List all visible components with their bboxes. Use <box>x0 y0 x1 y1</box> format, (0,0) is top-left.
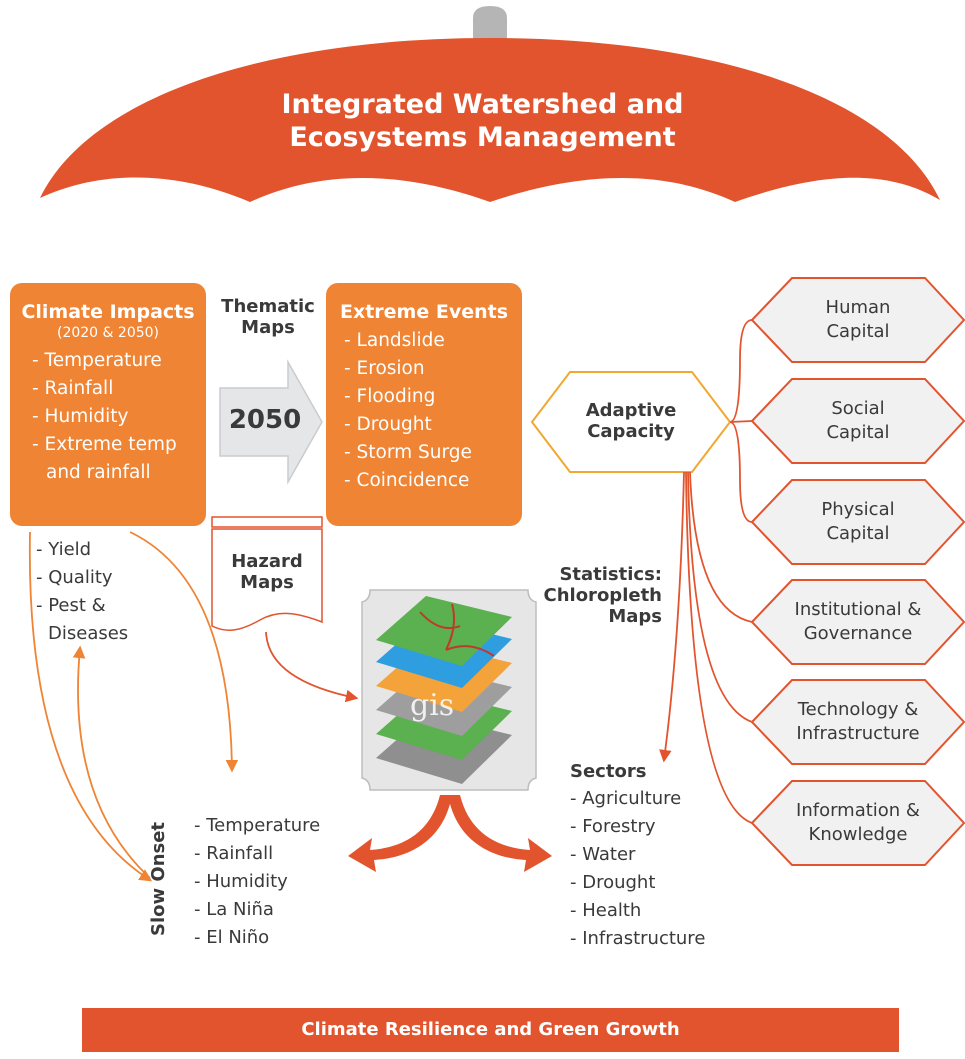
list-item: - Humidity <box>32 406 129 427</box>
list-item: - Landslide <box>344 330 445 351</box>
capital-institutional: Institutional & Governance <box>773 598 943 646</box>
adaptive-capacity-label: Adaptive Capacity <box>560 400 702 442</box>
statistics-label: Statistics: Chloropleth Maps <box>530 564 663 627</box>
capital-line1: Physical <box>821 499 895 520</box>
thematic-arrow <box>219 359 323 485</box>
capital-line1: Institutional & <box>794 599 922 620</box>
hazard-maps-line2: Maps <box>240 572 294 593</box>
capital-social: Social Capital <box>773 397 943 445</box>
climate-impacts-subtitle: (2020 & 2050) <box>57 325 159 341</box>
impact-list: - Yield - Quality - Pest & Diseases <box>36 536 128 648</box>
list-item: - La Niña <box>194 899 274 920</box>
umbrella-title-line1: Integrated Watershed and <box>281 89 684 120</box>
umbrella-title: Integrated Watershed and Ecosystems Mana… <box>230 88 735 154</box>
list-item: - Water <box>570 844 636 865</box>
list-item: - Erosion <box>344 358 425 379</box>
adaptive-to-sectors-arrow <box>659 471 685 763</box>
hazard-maps-line1: Hazard <box>231 551 303 572</box>
list-item: - Humidity <box>194 871 288 892</box>
list-item: - Pest & <box>36 595 106 616</box>
list-item: - Rainfall <box>32 378 114 399</box>
gis-output-arrows <box>348 795 552 872</box>
list-item: - Health <box>570 900 642 921</box>
umbrella <box>40 6 940 202</box>
slow-onset-list: - Temperature - Rainfall - Humidity - La… <box>194 812 320 952</box>
list-item: - Coincidence <box>344 470 470 491</box>
capital-line2: Governance <box>803 623 913 644</box>
adaptive-capacity-line1: Adaptive <box>585 400 677 421</box>
list-item: Diseases <box>48 623 129 644</box>
capital-line2: Capital <box>826 321 890 342</box>
capital-information: Information & Knowledge <box>773 799 943 847</box>
list-item: - Agriculture <box>570 788 682 809</box>
list-item: - Extreme temp <box>32 434 177 455</box>
list-item: and rainfall <box>46 462 151 483</box>
capital-line2: Infrastructure <box>796 723 920 744</box>
slow-onset-label: Slow Onset <box>148 821 169 936</box>
list-item: - Rainfall <box>194 843 274 864</box>
climate-impacts-title: Climate Impacts <box>21 301 195 323</box>
capital-line2: Capital <box>826 523 890 544</box>
capital-technology: Technology & Infrastructure <box>773 698 943 746</box>
thematic-maps-label: Thematic Maps <box>212 296 324 338</box>
statistics-line2: Chloropleth <box>543 585 663 606</box>
sectors-title: Sectors <box>570 761 647 782</box>
umbrella-title-line2: Ecosystems Management <box>289 122 676 153</box>
arrow-year: 2050 <box>228 405 302 435</box>
hazard-to-gis-arrow <box>265 631 359 703</box>
gis-tile <box>361 589 537 791</box>
capital-line1: Human <box>825 297 891 318</box>
capital-line1: Social <box>831 398 885 419</box>
capital-physical: Physical Capital <box>773 498 943 546</box>
capital-hexagons <box>750 277 965 866</box>
list-item: - Drought <box>570 872 656 893</box>
hazard-maps-label: Hazard Maps <box>212 551 322 593</box>
extreme-events-title: Extreme Events <box>339 301 509 323</box>
list-item: - Yield <box>36 539 92 560</box>
list-item: - Quality <box>36 567 113 588</box>
umbrella-handle <box>473 6 507 42</box>
extreme-events-list: - Landslide - Erosion - Flooding - Droug… <box>326 327 522 495</box>
climate-impacts-box: Climate Impacts (2020 & 2050) - Temperat… <box>10 283 206 526</box>
list-item: - Storm Surge <box>344 442 472 463</box>
list-item: - Temperature <box>32 350 162 371</box>
thematic-maps-line1: Thematic <box>221 296 315 317</box>
statistics-line1: Statistics: <box>559 564 662 585</box>
list-item: - Flooding <box>344 386 436 407</box>
gis-label: gis <box>410 688 455 723</box>
capital-line2: Knowledge <box>808 824 908 845</box>
capital-human: Human Capital <box>773 296 943 344</box>
sectors-list: - Agriculture - Forestry - Water - Droug… <box>570 785 705 953</box>
hazard-maps-document <box>211 516 323 632</box>
list-item: - Drought <box>344 414 432 435</box>
umbrella-canopy <box>40 38 940 202</box>
climate-impacts-list: - Temperature - Rainfall - Humidity - Ex… <box>10 347 206 487</box>
thematic-maps-line2: Maps <box>241 317 295 338</box>
adaptive-capacity-line2: Capacity <box>587 421 675 442</box>
list-item: - Forestry <box>570 816 656 837</box>
list-item: - Temperature <box>194 815 321 836</box>
impact-connectors <box>28 531 239 882</box>
capital-line1: Technology & <box>797 699 919 720</box>
list-item: - El Niño <box>194 927 270 948</box>
extreme-events-box: Extreme Events - Landslide - Erosion - F… <box>326 283 522 526</box>
capital-line2: Capital <box>826 422 890 443</box>
list-item: - Infrastructure <box>570 928 706 949</box>
capital-line1: Information & <box>796 800 920 821</box>
statistics-line3: Maps <box>608 606 662 627</box>
capital-connectors <box>685 319 753 824</box>
bottom-banner: Climate Resilience and Green Growth <box>82 1008 899 1052</box>
